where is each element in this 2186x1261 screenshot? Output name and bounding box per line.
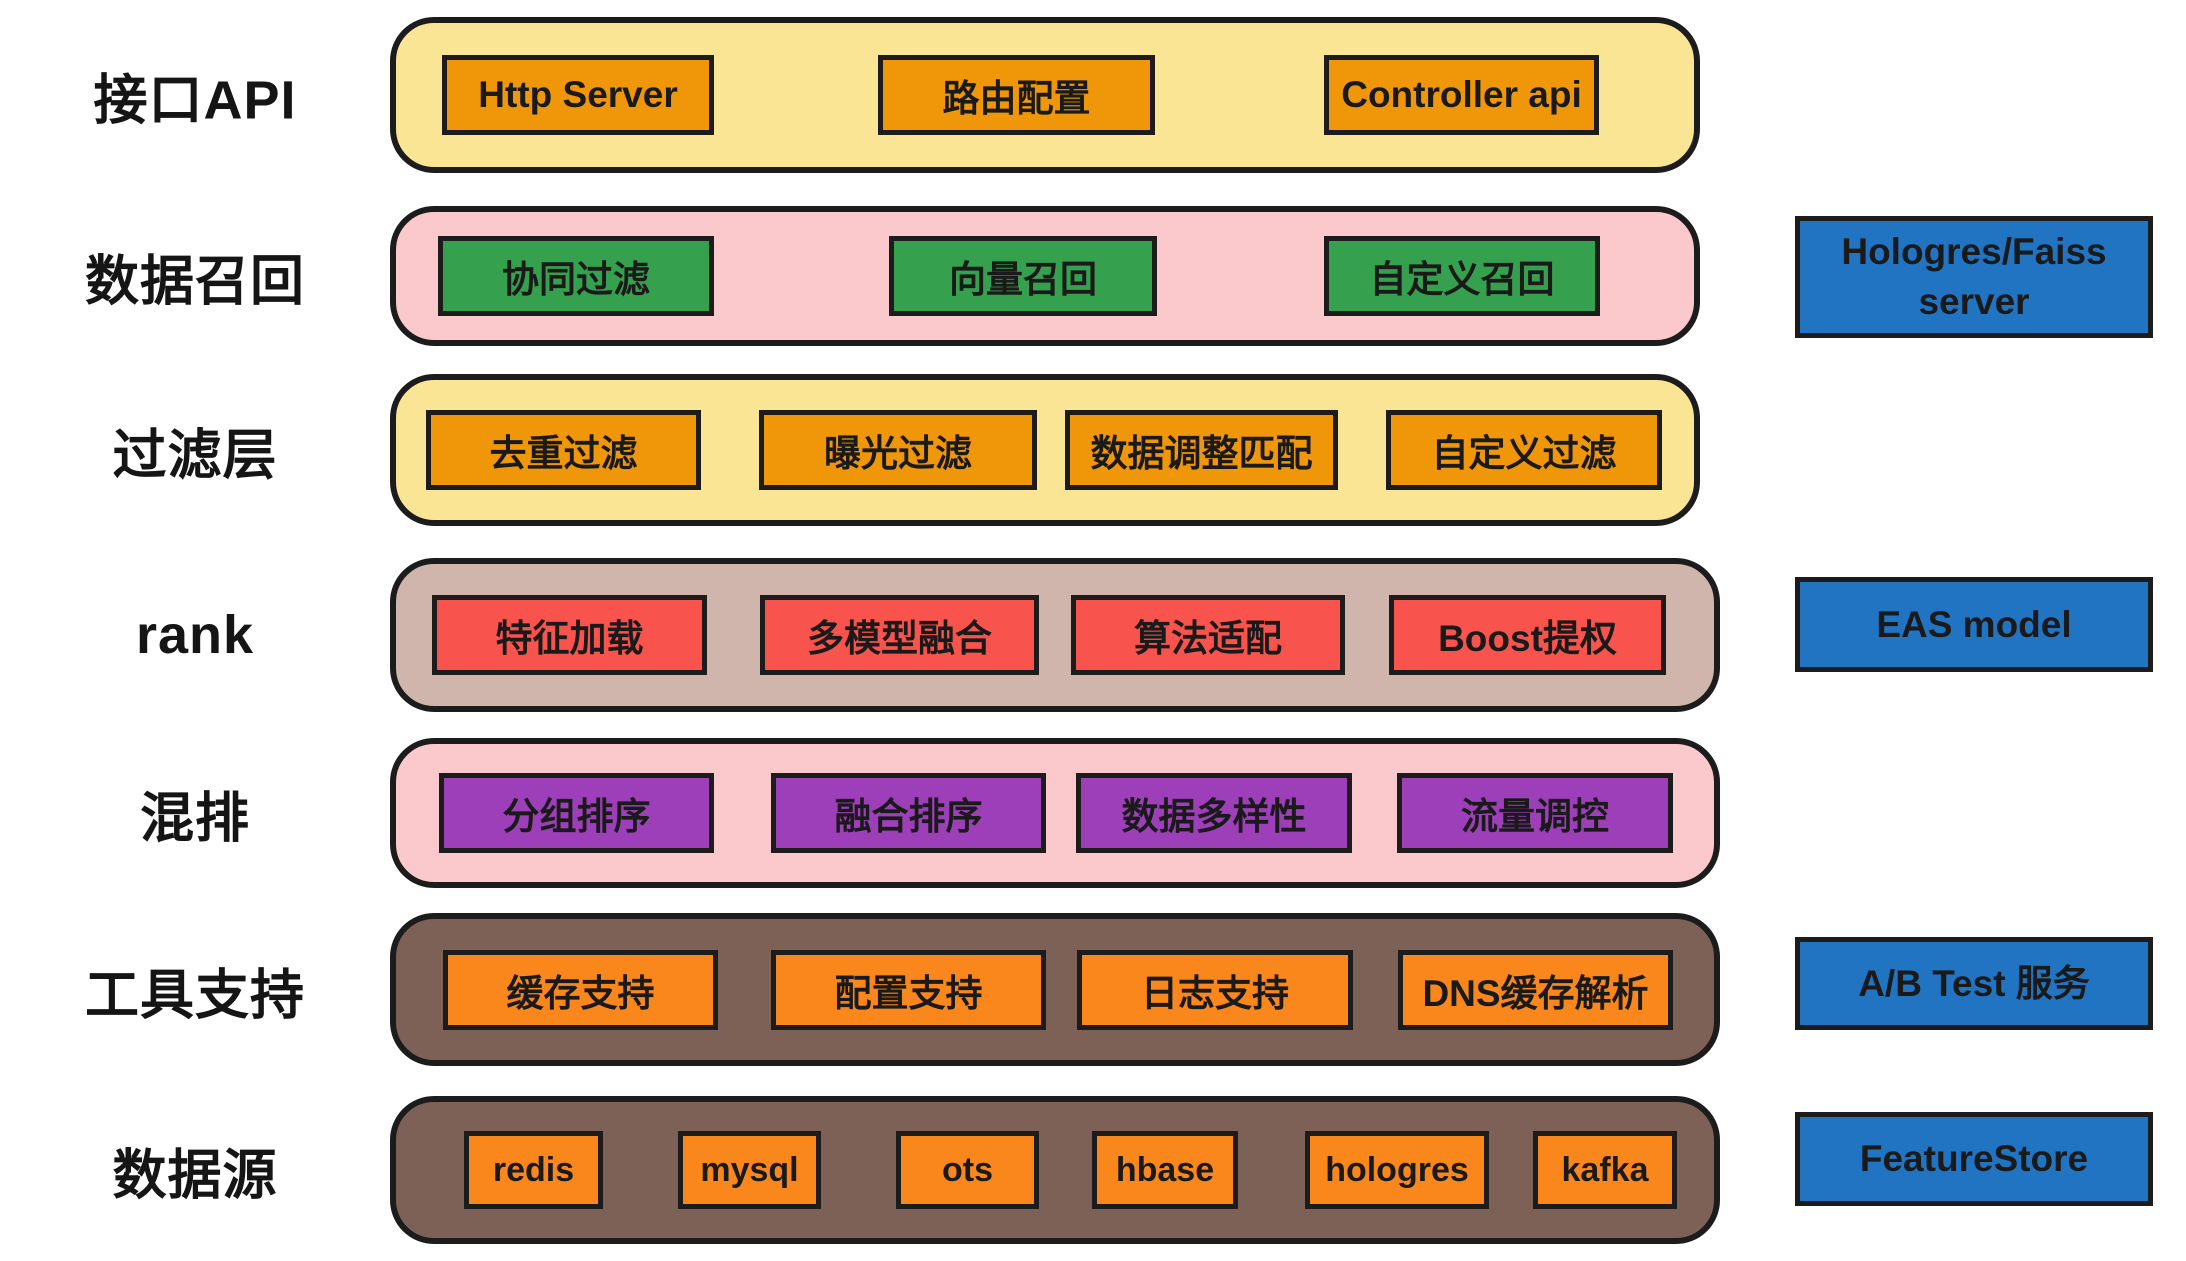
node-group-sort: 分组排序 [439, 773, 714, 853]
node-data-adjust-match: 数据调整匹配 [1065, 410, 1338, 490]
row-label-api: 接口API [93, 70, 297, 131]
node-kafka: kafka [1533, 1131, 1677, 1209]
node-dedup-filter: 去重过滤 [426, 410, 701, 490]
side-eas-model: EAS model [1795, 577, 2153, 672]
node-collaborative-filtering: 协同过滤 [438, 236, 714, 316]
node-custom-recall: 自定义召回 [1324, 236, 1600, 316]
node-http-server: Http Server [442, 55, 714, 135]
row-label-filter-layer: 过滤层 [112, 425, 278, 486]
side-ab-test-service: A/B Test 服务 [1795, 937, 2153, 1030]
node-redis: redis [464, 1131, 603, 1209]
band-api: Http Server 路由配置 Controller api [390, 17, 1700, 173]
node-traffic-control: 流量调控 [1397, 773, 1673, 853]
band-tool-support: 缓存支持 配置支持 日志支持 DNS缓存解析 [390, 913, 1720, 1066]
side-hologres-faiss-server: Hologres/Faiss server [1795, 216, 2153, 338]
node-data-diversity: 数据多样性 [1076, 773, 1352, 853]
node-exposure-filter: 曝光过滤 [759, 410, 1037, 490]
node-hologres: hologres [1305, 1131, 1489, 1209]
node-fusion-sort: 融合排序 [771, 773, 1046, 853]
node-route-config: 路由配置 [878, 55, 1155, 135]
band-data-source: redis mysql ots hbase hologres kafka [390, 1096, 1720, 1244]
node-multi-model-fusion: 多模型融合 [760, 595, 1039, 675]
band-mixed-ranking: 分组排序 融合排序 数据多样性 流量调控 [390, 738, 1720, 888]
node-algorithm-adapt: 算法适配 [1071, 595, 1345, 675]
node-vector-recall: 向量召回 [889, 236, 1157, 316]
row-label-data-source: 数据源 [112, 1145, 278, 1206]
side-featurestore: FeatureStore [1795, 1112, 2153, 1206]
node-controller-api: Controller api [1324, 55, 1599, 135]
row-label-tool-support: 工具支持 [85, 965, 305, 1026]
node-log-support: 日志支持 [1077, 949, 1353, 1030]
node-config-support: 配置支持 [771, 949, 1046, 1030]
band-data-recall: 协同过滤 向量召回 自定义召回 [390, 206, 1700, 346]
row-label-data-recall: 数据召回 [85, 251, 305, 312]
node-hbase: hbase [1092, 1131, 1238, 1209]
row-label-mixed-ranking: 混排 [140, 788, 250, 849]
band-filter-layer: 去重过滤 曝光过滤 数据调整匹配 自定义过滤 [390, 374, 1700, 526]
node-cache-support: 缓存支持 [443, 949, 718, 1030]
node-mysql: mysql [678, 1131, 821, 1209]
node-ots: ots [896, 1131, 1039, 1209]
node-custom-filter: 自定义过滤 [1386, 410, 1662, 490]
row-label-rank: rank [135, 605, 255, 665]
node-dns-cache-resolve: DNS缓存解析 [1398, 949, 1673, 1030]
node-boost-weight: Boost提权 [1389, 595, 1666, 675]
node-feature-loading: 特征加载 [432, 595, 707, 675]
band-rank: 特征加载 多模型融合 算法适配 Boost提权 [390, 558, 1720, 712]
